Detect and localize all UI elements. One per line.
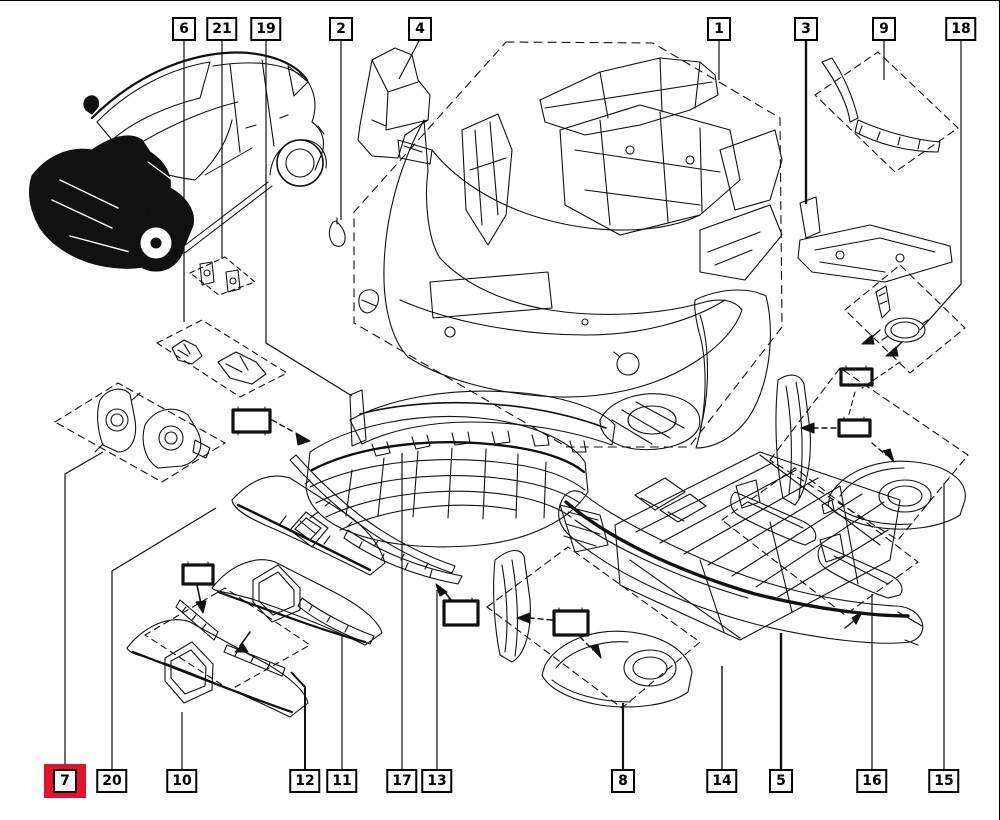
callout-label-1[interactable]: 1	[707, 17, 731, 41]
callout-label-7[interactable]: 7	[53, 769, 77, 793]
callout-label-15[interactable]: 15	[928, 769, 960, 793]
group-15-fog-bezel-illustration	[769, 367, 969, 541]
part-19-support-beam-illustration	[349, 389, 616, 457]
part-2-hook-illustration	[328, 217, 346, 247]
callout-label-9[interactable]: 9	[872, 17, 896, 41]
callout-label-19[interactable]: 19	[250, 17, 282, 41]
part-5-undershield-illustration	[614, 451, 901, 641]
part-6-brackets-illustration	[156, 319, 288, 398]
part-16-rails-illustration	[721, 467, 919, 616]
vehicle-illustration	[29, 51, 327, 272]
callout-label-6[interactable]: 6	[172, 17, 196, 41]
callout-label-10[interactable]: 10	[166, 769, 198, 793]
part-17-lower-grille-illustration	[305, 416, 609, 553]
page-frame-top	[0, 0, 1000, 1]
callout-label-11[interactable]: 11	[326, 769, 358, 793]
callout-label-4[interactable]: 4	[408, 17, 432, 41]
part-11-strip-illustration	[289, 454, 456, 645]
callout-label-8[interactable]: 8	[611, 769, 635, 793]
part-20-grille-illustration	[231, 475, 386, 576]
callout-label-20[interactable]: 20	[96, 769, 128, 793]
callout-label-3[interactable]: 3	[794, 17, 818, 41]
part-12-strips-illustration	[144, 587, 311, 691]
part-14-lip-illustration	[558, 490, 924, 646]
callout-label-21[interactable]: 21	[206, 17, 238, 41]
callout-label-2[interactable]: 2	[329, 17, 353, 41]
part-18-sensor-illustration	[844, 264, 966, 419]
callout-label-18[interactable]: 18	[945, 17, 977, 41]
part-21-clips-illustration	[189, 256, 256, 296]
group-7-brackets-illustration	[54, 382, 226, 483]
group-1-boundary	[353, 41, 783, 448]
callout-label-13[interactable]: 13	[421, 769, 453, 793]
part-13-strip-illustration	[343, 529, 463, 585]
callout-label-17[interactable]: 17	[386, 769, 418, 793]
middle-grille-illustration	[211, 559, 383, 646]
part-3-bracket-illustration	[797, 196, 953, 283]
callout-label-12[interactable]: 12	[289, 769, 321, 793]
callout-label-5[interactable]: 5	[769, 769, 793, 793]
group-8-fog-bezel-illustration	[486, 546, 701, 709]
callout-label-16[interactable]: 16	[856, 769, 888, 793]
clip-symbols	[181, 365, 874, 637]
part-9-strips-illustration	[814, 51, 959, 173]
part-4-bracket-illustration	[357, 47, 433, 165]
group-1-upper-support-illustration	[461, 57, 783, 281]
group-1-bumper-cover-illustration	[358, 119, 771, 451]
callout-label-14[interactable]: 14	[706, 769, 738, 793]
part-10-grille-illustration	[126, 619, 309, 718]
